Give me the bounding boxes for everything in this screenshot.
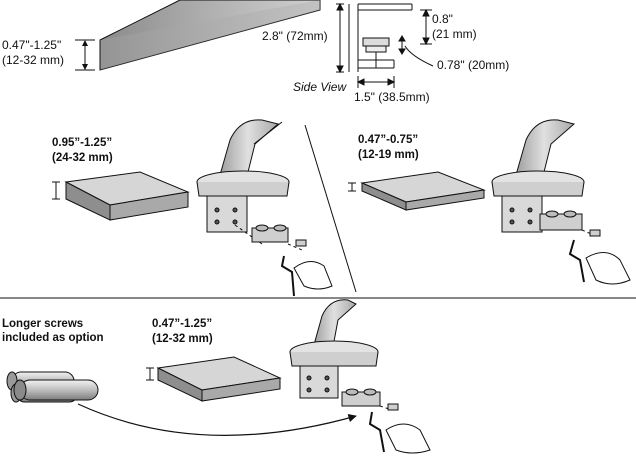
arm-clamp-left: [196, 119, 333, 297]
left-panel-metric: (24-32 mm): [52, 152, 113, 164]
post-height-label: 2.8" (72mm): [262, 29, 328, 43]
desk-edge-wedge: [75, 0, 321, 71]
desk-thickness-range: 0.47"-1.25": [2, 38, 62, 52]
side-view-clamp: [336, 2, 434, 88]
arm-clamp-bottom: [289, 299, 431, 454]
top-gap-inch: 0.8": [432, 12, 453, 26]
arm-clamp-right: [491, 119, 631, 285]
top-gap-metric: (21 mm): [432, 27, 477, 41]
right-panel-metric: (12-19 mm): [358, 149, 419, 161]
desk-slab-thick: [52, 171, 190, 221]
screw-swap-arrow: [77, 403, 357, 436]
screw-offset-label: 0.78" (20mm): [437, 58, 510, 72]
bottom-range: 0.47”-1.25”: [152, 318, 213, 330]
right-panel-range: 0.47”-0.75”: [358, 134, 419, 146]
screws-note-line1: Longer screws: [2, 318, 84, 330]
desk-thickness-metric: (12-32 mm): [2, 53, 65, 67]
bottom-metric: (12-32 mm): [152, 333, 213, 345]
side-view-caption: Side View: [293, 80, 347, 94]
depth-label: 1.5" (38.5mm): [354, 90, 430, 104]
left-panel-range: 0.95”-1.25”: [52, 137, 113, 149]
longer-screws: [6, 371, 99, 403]
panel-divider: [304, 124, 357, 293]
screws-note-line2: included as option: [2, 332, 104, 344]
desk-slab-thin: [348, 171, 486, 211]
desk-slab-full-range: [146, 356, 282, 402]
